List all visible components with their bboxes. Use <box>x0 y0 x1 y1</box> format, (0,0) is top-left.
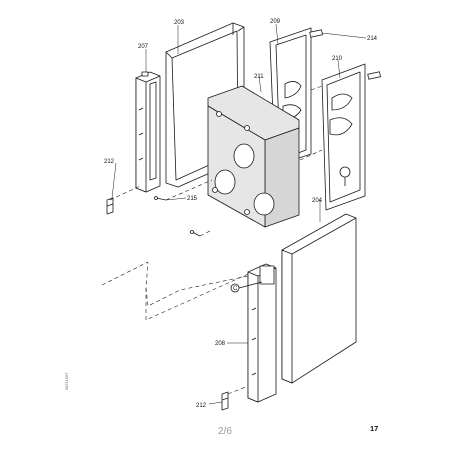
part-211-insulation <box>207 85 300 228</box>
callout-204: 204 <box>312 198 323 204</box>
document-reference: 98711507 <box>64 372 69 391</box>
part-214-clips <box>309 29 381 80</box>
callout-203: 203 <box>174 20 185 26</box>
callout-c: C <box>233 286 238 292</box>
callout-211: 211 <box>254 74 264 80</box>
callout-212-upper: 212 <box>104 159 115 165</box>
callout-215: 215 <box>187 196 198 202</box>
callout-212-lower: 212 <box>196 403 207 409</box>
callout-209: 209 <box>270 19 281 25</box>
part-210-backplate <box>321 63 366 211</box>
callout-214: 214 <box>367 36 378 42</box>
callout-208: 208 <box>215 341 226 347</box>
part-204-cover <box>281 213 357 384</box>
page-indicator: 2/6 <box>218 426 232 437</box>
part-212-bracket-lower <box>221 391 229 411</box>
callout-210: 210 <box>332 56 343 62</box>
part-212-bracket-upper <box>106 197 114 215</box>
callout-labels: 203 209 214 207 210 211 212 215 204 C 20… <box>104 19 378 409</box>
assembly-dashed-lines <box>101 85 323 395</box>
part-208-side-channel <box>230 263 277 403</box>
part-207-side-channel <box>135 71 161 193</box>
sheet-number: 17 <box>370 424 379 433</box>
callout-leaders <box>111 23 367 405</box>
part-215-pins <box>154 196 201 237</box>
callout-207: 207 <box>138 44 149 50</box>
